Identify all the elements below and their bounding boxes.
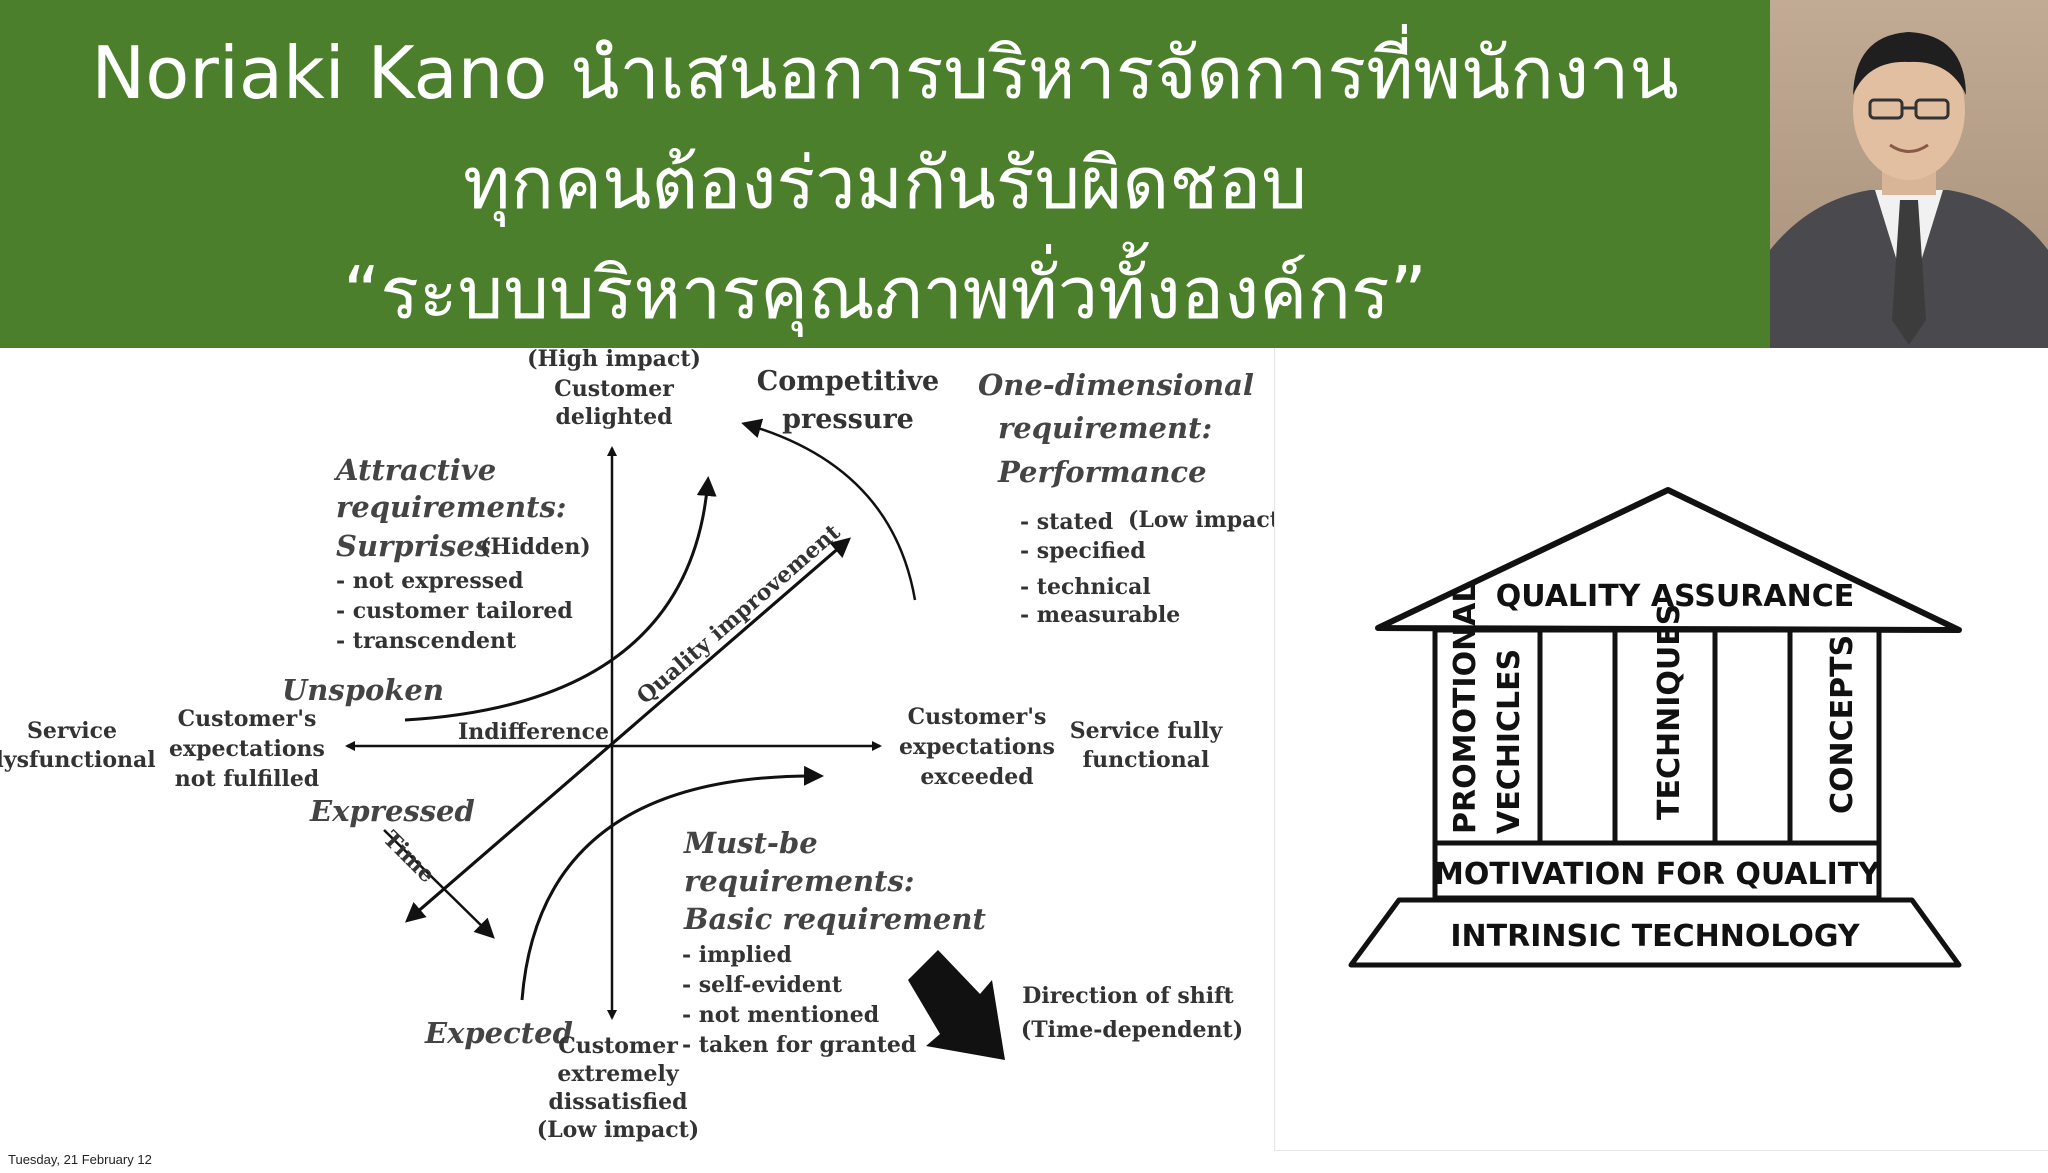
time-arrow: [383, 829, 495, 939]
must-be-item: - taken for granted: [682, 1032, 916, 1058]
base-label: INTRINSIC TECHNOLOGY: [1450, 919, 1861, 954]
svg-text:exceeded: exceeded: [920, 764, 1033, 790]
pillar-techniques-label: TECHNIQUES: [1652, 604, 1687, 820]
svg-text:dysfunctional: dysfunctional: [0, 747, 156, 773]
hidden-label: (Hidden): [480, 534, 591, 560]
one-dimensional-item: - technical: [1020, 574, 1151, 600]
svg-text:Surprises: Surprises: [336, 529, 491, 563]
svg-text:expectations: expectations: [169, 736, 325, 762]
customer-delighted-label: Customer: [554, 376, 674, 402]
direction-of-shift-label: Direction of shift: [1022, 983, 1234, 1009]
high-impact-label: (High impact): [527, 348, 701, 372]
must-be-curve: [520, 765, 824, 1001]
pillar-vechicles-label: VECHICLES: [1492, 649, 1527, 834]
pillars-frame: [1432, 627, 1882, 846]
title-line-3: “ระบบบริหารคุณภาพทั่วทั้งองค์กร”: [343, 251, 1427, 335]
svg-text:pressure: pressure: [782, 404, 914, 435]
svg-text:Basic requirement: Basic requirement: [683, 902, 986, 936]
expressed-label: Expressed: [309, 794, 475, 828]
svg-text:Performance: Performance: [997, 455, 1207, 489]
quality-house-panel: QUALITY ASSURANCE PROMOTIONAL VECHICLES …: [1274, 348, 2048, 1151]
svg-text:(Time-dependent): (Time-dependent): [1021, 1017, 1243, 1043]
pillar-promotional-label: PROMOTIONAL: [1448, 583, 1483, 834]
svg-text:functional: functional: [1083, 747, 1210, 773]
title-line-1: Noriaki Kano นำเสนอการบริหารจัดการที่พนั…: [91, 31, 1679, 115]
expectations-not-fulfilled-label: Customer's: [178, 706, 317, 732]
person-portrait-illustration: [1770, 32, 2048, 348]
kano-model-diagram: (High impact) Customer delighted Competi…: [0, 348, 1274, 1143]
expectations-exceeded-label: Customer's: [908, 704, 1047, 730]
attractive-item: - not expressed: [336, 568, 524, 594]
svg-text:requirements:: requirements:: [684, 864, 915, 898]
one-dimensional-heading: One-dimensional: [978, 368, 1254, 402]
must-be-heading: Must-be: [683, 826, 818, 860]
unspoken-label: Unspoken: [282, 673, 444, 707]
quality-house-diagram: QUALITY ASSURANCE PROMOTIONAL VECHICLES …: [1348, 487, 1962, 968]
title-banner: Noriaki Kano นำเสนอการบริหารจัดการที่พนั…: [0, 0, 1770, 348]
svg-text:delighted: delighted: [555, 404, 672, 430]
attractive-curve: [404, 476, 717, 722]
expected-label: Expected: [424, 1016, 573, 1050]
title-line-2: ทุกคนต้องร่วมกันรับผิดชอบ: [462, 141, 1308, 225]
svg-text:not fulfilled: not fulfilled: [175, 766, 319, 792]
competitive-pressure-label: Competitive: [757, 366, 939, 397]
house-base: [1348, 897, 1962, 968]
one-dimensional-item: - stated: [1020, 509, 1113, 535]
one-dimensional-item: - specified: [1020, 538, 1146, 564]
portrait-photo: [1770, 0, 2048, 348]
customer-dissatisfied-label: Customer: [558, 1033, 678, 1059]
service-dysfunctional-label: Service: [27, 718, 117, 744]
must-be-item: - self-evident: [682, 972, 843, 998]
must-be-item: - implied: [682, 942, 792, 968]
attractive-heading: Attractive: [333, 453, 496, 487]
time-label: Time: [378, 826, 440, 888]
indifference-label: Indifference: [458, 719, 609, 745]
competitive-pressure-arrow: [741, 418, 917, 601]
direction-of-shift-arrow-icon: [908, 950, 1005, 1060]
one-dimensional-item: - measurable: [1020, 602, 1180, 628]
svg-text:extremely: extremely: [557, 1061, 679, 1087]
service-fully-functional-label: Service fully: [1070, 718, 1224, 744]
svg-text:requirements:: requirements:: [336, 490, 567, 524]
quality-improvement-label: Quality improvement: [632, 519, 846, 710]
attractive-item: - transcendent: [336, 628, 517, 654]
low-impact-label: (Low impact): [1128, 507, 1274, 533]
footer-date: Tuesday, 21 February 12: [8, 1152, 152, 1167]
attractive-item: - customer tailored: [336, 598, 573, 624]
pillar-concepts-label: CONCEPTS: [1825, 635, 1860, 814]
svg-text:expectations: expectations: [899, 734, 1055, 760]
must-be-item: - not mentioned: [682, 1002, 879, 1028]
svg-text:dissatisfied: dissatisfied: [548, 1089, 687, 1115]
motivation-label: MOTIVATION FOR QUALITY: [1434, 857, 1881, 892]
svg-text:(Low impact): (Low impact): [537, 1117, 699, 1143]
svg-text:requirement:: requirement:: [998, 411, 1212, 445]
motivation-band: [1432, 840, 1882, 901]
roof-label: QUALITY ASSURANCE: [1496, 579, 1854, 614]
